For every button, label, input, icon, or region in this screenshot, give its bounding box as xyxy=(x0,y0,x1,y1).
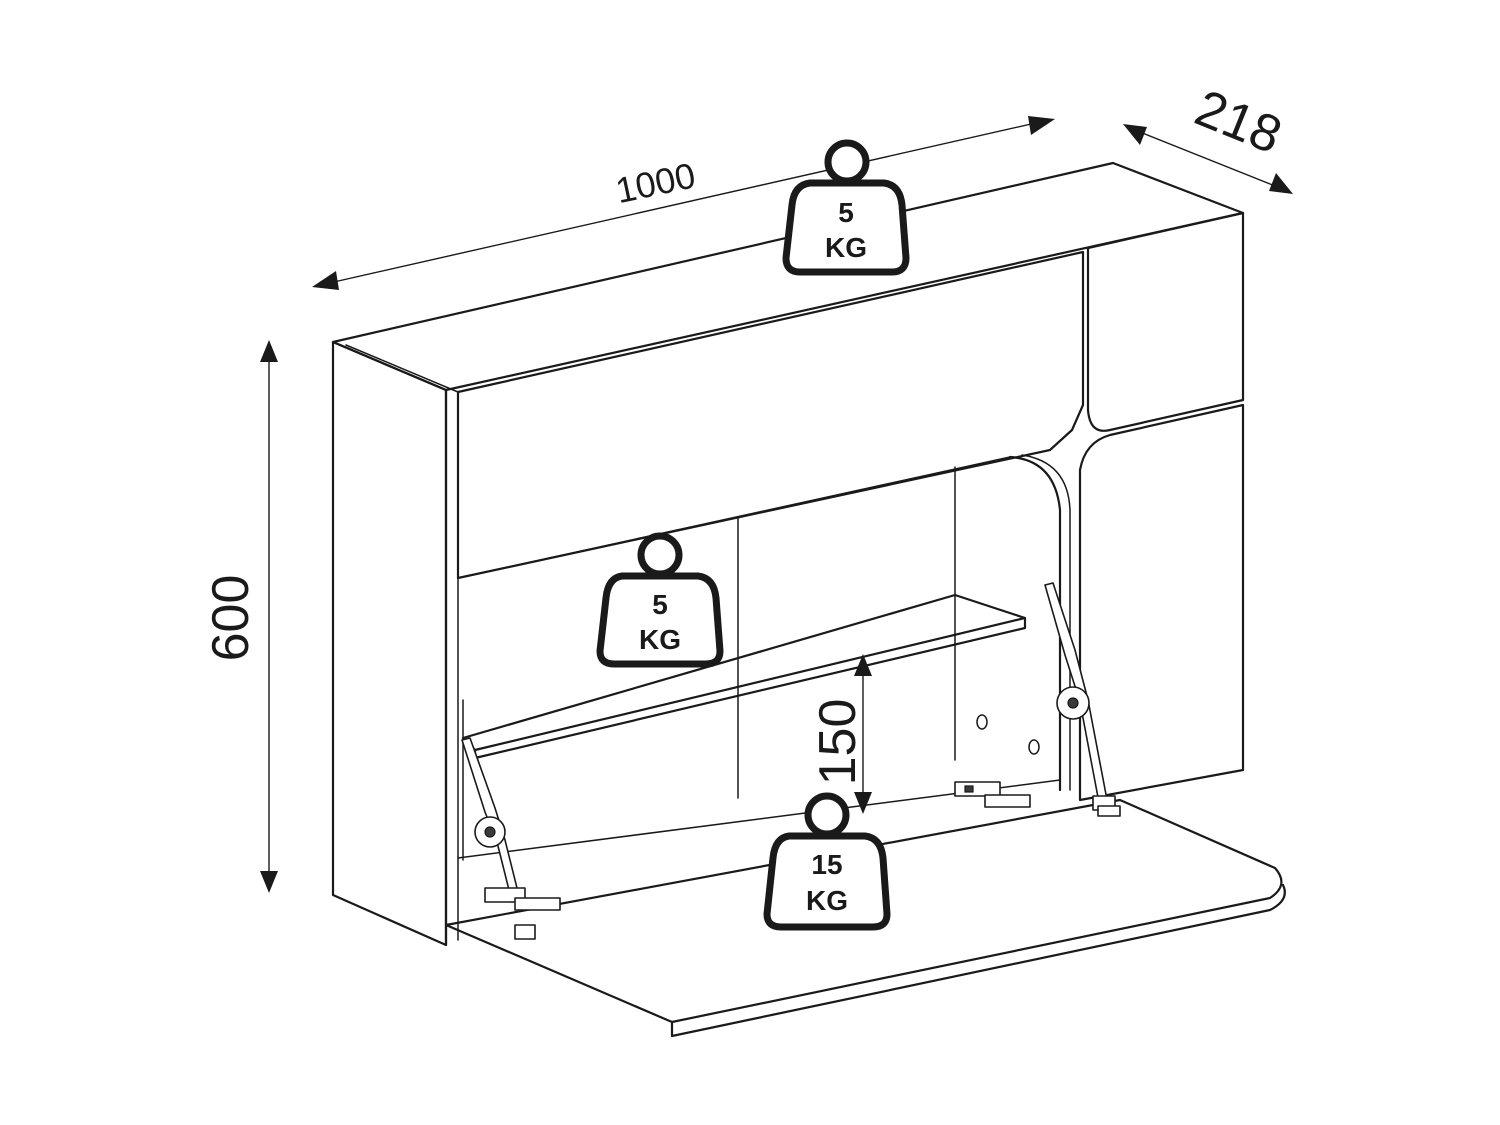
inner-compartment xyxy=(457,454,1071,861)
weight-desk-unit: KG xyxy=(806,885,848,916)
weight-top-unit: KG xyxy=(825,232,867,263)
weight-shelf-unit: KG xyxy=(639,624,681,655)
shelf xyxy=(461,593,1027,760)
center-hinge xyxy=(954,781,1031,808)
weight-desk-value: 15 xyxy=(811,849,842,880)
weight-top-value: 5 xyxy=(838,197,854,228)
right-lower-panel xyxy=(1078,403,1245,802)
weight-icon-shelf: 5 KG xyxy=(596,532,724,668)
height-label: 600 xyxy=(202,575,260,662)
right-stay-hinge xyxy=(1044,582,1121,817)
cabinet-outline xyxy=(331,161,1245,947)
depth-label: 218 xyxy=(1187,79,1289,165)
left-stay-hinge xyxy=(461,737,561,940)
drop-down-desk xyxy=(444,798,1286,1038)
upper-front-panel xyxy=(456,250,1085,580)
weight-icon-top: 5 KG xyxy=(782,139,910,276)
weight-shelf-value: 5 xyxy=(652,589,668,620)
right-upper-panel xyxy=(1086,211,1245,432)
weight-icon-desk: 15 KG xyxy=(763,792,891,931)
shelf-gap-dimension: 150 xyxy=(809,654,872,814)
shelf-gap-label: 150 xyxy=(809,699,867,786)
height-dimension: 600 xyxy=(202,340,278,893)
